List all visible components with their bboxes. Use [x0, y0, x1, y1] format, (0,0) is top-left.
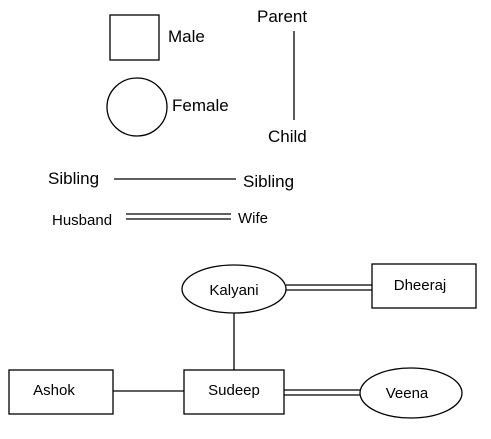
dheeraj-node: [371, 263, 477, 309]
veena-label: Veena: [386, 385, 429, 402]
legend-sibling-right-label: Sibling: [243, 172, 294, 191]
legend-sibling-left-label: Sibling: [48, 169, 99, 188]
female-symbol-circle: [106, 77, 168, 137]
dheeraj-label: Dheeraj: [394, 277, 447, 294]
ashok-label: Ashok: [33, 382, 75, 399]
kalyani-node: [181, 264, 287, 314]
legend-child-label: Child: [268, 127, 307, 146]
legend-parent-label: Parent: [257, 7, 307, 26]
sudeep-node: [183, 369, 285, 415]
legend-wife-label: Wife: [238, 210, 268, 227]
male-symbol-square: [109, 14, 160, 61]
legend-female-label: Female: [172, 96, 229, 115]
legend-husband-label: Husband: [52, 212, 112, 229]
kalyani-label: Kalyani: [209, 282, 258, 299]
sudeep-label: Sudeep: [208, 382, 260, 399]
ashok-node: [8, 369, 114, 415]
legend-male-label: Male: [168, 27, 205, 46]
veena-node: [359, 367, 463, 419]
